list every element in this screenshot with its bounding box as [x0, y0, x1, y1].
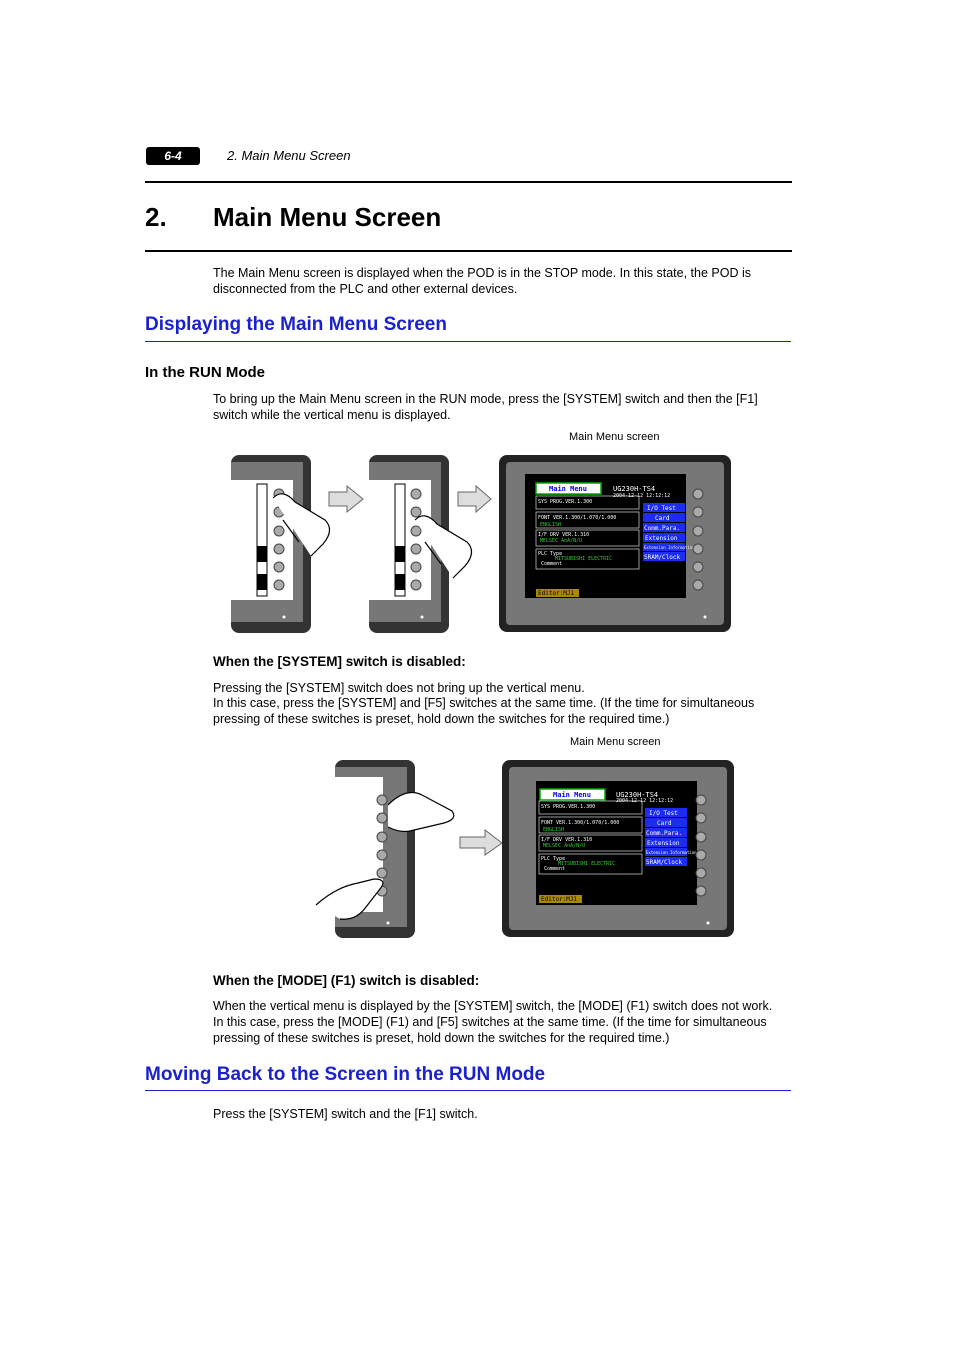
screen-sys-prog-2: SYS PROG.VER.1.300	[541, 804, 595, 810]
menu-sram-clock: SRAM/Clock	[644, 554, 681, 561]
menu-card-2: Card	[657, 820, 672, 827]
system-disabled-figure: Main Menu UG230H-TS4 2004-12-12 12:12:12…	[315, 760, 734, 938]
screen-title-2: Main Menu	[553, 791, 591, 799]
screen-editor: Editor:MJ1	[538, 590, 575, 597]
menu-extension: Extension	[645, 535, 678, 542]
screen-title: Main Menu	[549, 485, 587, 493]
page-title: Main Menu Screen	[213, 202, 442, 232]
heading-run-mode: In the RUN Mode	[145, 364, 265, 381]
menu-card: Card	[655, 515, 670, 522]
pod-main-menu-screen-2: Main Menu UG230H-TS4 2004-12-12 12:12:12…	[502, 760, 734, 937]
menu-comm-para: Comm.Para.	[644, 525, 680, 532]
run-mode-paragraph: To bring up the Main Menu screen in the …	[213, 392, 758, 422]
figure-caption-2: Main Menu screen	[570, 736, 661, 748]
menu-extension-info: Extension Information	[644, 545, 695, 550]
menu-comm-para-2: Comm.Para.	[646, 830, 682, 837]
menu-extension-2: Extension	[647, 840, 680, 847]
heading-system-disabled: When the [SYSTEM] switch is disabled:	[213, 654, 466, 669]
heading-moving-back: Moving Back to the Screen in the RUN Mod…	[145, 1064, 546, 1085]
screen-font-ver-2: FONT VER.1.300/1.070/1.000	[541, 820, 619, 826]
mode-disabled-line2: In this case, press the [MODE] (F1) and …	[213, 1015, 767, 1045]
page-number-badge: 6-4	[146, 147, 200, 165]
pod-main-menu-screen: Main Menu UG230H-TS4 2004-12-12 12:12:12…	[499, 455, 731, 632]
screen-if-drv-sub: MELSEC AnA/N/U	[540, 538, 582, 544]
menu-io-test-2: I/O Test	[649, 810, 678, 817]
title-rule	[145, 250, 792, 252]
screen-if-drv-sub-2: MELSEC AnA/N/U	[543, 843, 585, 849]
screen-datetime: 2004-12-12 12:12:12	[613, 493, 670, 499]
moving-back-paragraph: Press the [SYSTEM] switch and the [F1] s…	[213, 1107, 478, 1121]
screen-side-menu: I/O Test Card Comm.Para. Extension Exten…	[643, 503, 695, 561]
running-header: 2. Main Menu Screen	[227, 148, 351, 163]
screen-font-lang-2: ENGLISH	[543, 827, 564, 833]
heading-displaying: Displaying the Main Menu Screen	[145, 314, 447, 335]
pod-panel-press-f1	[369, 455, 473, 633]
heading-rule-2	[145, 1090, 791, 1091]
screen-model-2: UG230H-TS4	[616, 791, 658, 799]
screen-comment-2: Comment	[544, 866, 565, 872]
screen-model: UG230H-TS4	[613, 485, 655, 493]
screen-datetime-2: 2004-12-12 12:12:12	[616, 798, 673, 804]
intro-paragraph: The Main Menu screen is displayed when t…	[213, 266, 751, 296]
menu-sram-clock-2: SRAM/Clock	[646, 859, 683, 866]
pod-panel-system-f5	[315, 760, 455, 938]
run-mode-figure: Main Menu UG230H-TS4 2004-12-12 12:12:12…	[231, 455, 731, 633]
screen-sys-prog: SYS PROG.VER.1.300	[538, 499, 592, 505]
screen-if-drv-2: I/F DRV VER.1.310	[541, 837, 592, 843]
figure-caption: Main Menu screen	[569, 431, 660, 443]
header-rule	[145, 181, 792, 183]
screen-if-drv: I/F DRV VER.1.310	[538, 532, 589, 538]
heading-rule	[145, 341, 791, 342]
section-number: 2.	[145, 202, 167, 232]
screen-plc-type: PLC Type	[538, 551, 562, 557]
pod-panel-vertical-menu	[231, 455, 331, 633]
system-disabled-line2: In this case, press the [SYSTEM] and [F5…	[213, 696, 755, 726]
screen-editor-2: Editor:MJ1	[541, 896, 578, 903]
heading-mode-disabled: When the [MODE] (F1) switch is disabled:	[213, 973, 480, 988]
mode-disabled-line1: When the vertical menu is displayed by t…	[213, 999, 773, 1013]
menu-extension-info-2: Extension Information	[646, 850, 697, 855]
screen-comment: Comment	[541, 561, 562, 567]
screen-font-lang: ENGLISH	[540, 522, 561, 528]
screen-side-menu-2: I/O Test Card Comm.Para. Extension Exten…	[645, 808, 697, 866]
system-disabled-line1: Pressing the [SYSTEM] switch does not br…	[213, 681, 585, 695]
menu-io-test: I/O Test	[647, 505, 676, 512]
screen-plc-maker-2: MITSUBISHI ELECTRIC	[558, 861, 615, 867]
screen-plc-maker: MITSUBISHI ELECTRIC	[555, 556, 612, 562]
screen-plc-type-2: PLC Type	[541, 856, 565, 862]
screen-font-ver: FONT VER.1.300/1.070/1.000	[538, 515, 616, 521]
